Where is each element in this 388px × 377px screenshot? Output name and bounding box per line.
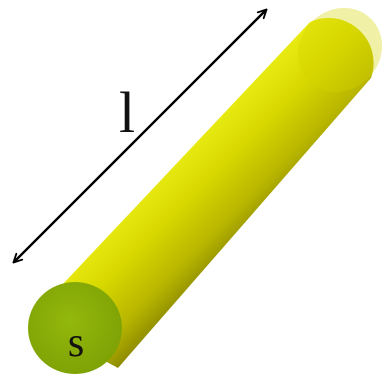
rod-far-end — [297, 7, 383, 93]
length-arrow — [14, 10, 266, 262]
cross-section-face: s — [28, 282, 122, 374]
end-face — [28, 282, 122, 374]
length-label: l — [119, 80, 135, 145]
length-dimension: l — [14, 10, 266, 262]
area-label: s — [68, 320, 84, 366]
